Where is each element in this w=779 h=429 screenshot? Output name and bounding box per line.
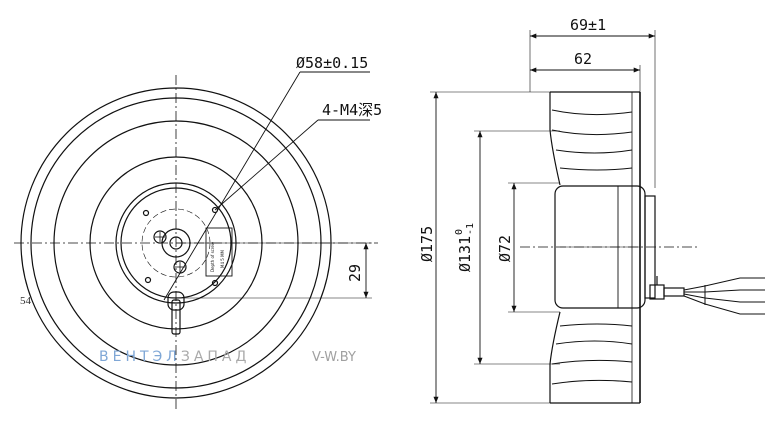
brand-site: V-W.BY	[312, 350, 356, 365]
brand-watermark: ВЕНТЭЛЗАПАД	[99, 349, 250, 365]
nameplate-text: M4 5 MM	[220, 249, 225, 268]
leader-mount-holes	[214, 119, 319, 211]
side-view	[430, 30, 765, 404]
side-note: 54	[20, 295, 32, 307]
inlet-diameter-dimension: Ø131 0 -1	[454, 223, 476, 272]
cable-outlet	[167, 291, 185, 335]
mount-hole	[211, 279, 219, 287]
front-shroud-bottom	[549, 311, 561, 403]
nameplate-text: Depth of screw	[210, 241, 215, 272]
mount-hole	[144, 276, 152, 284]
nut-left	[153, 230, 167, 244]
overall-depth-dimension: 69±1	[570, 16, 606, 34]
front-shroud-top	[549, 92, 561, 186]
bolt-circle-dimension: Ø58±0.15	[296, 54, 368, 72]
outer-diameter-dimension: Ø175	[418, 226, 436, 262]
motor-diameter-dimension: Ø72	[496, 235, 514, 262]
brand-part-2: ЗАПАД	[181, 349, 251, 365]
leader-bolt-circle	[163, 71, 301, 301]
mount-holes-dimension: 4-M4深5	[322, 101, 382, 119]
inlet-tolerance-lower: -1	[465, 223, 476, 235]
offset-29-dimension: 29	[346, 264, 364, 282]
inlet-tolerance-upper: 0	[454, 229, 465, 235]
front-view: Depth of screw M4 5 MM	[14, 71, 378, 412]
blades	[551, 109, 633, 385]
cable-wires	[683, 277, 765, 315]
mount-hole	[142, 209, 150, 217]
nameplate: Depth of screw M4 5 MM	[205, 227, 233, 277]
brand-part-1: ВЕНТЭЛ	[99, 349, 181, 365]
blade-depth-dimension: 62	[574, 50, 592, 68]
inlet-diameter-value: Ø131	[456, 236, 474, 272]
